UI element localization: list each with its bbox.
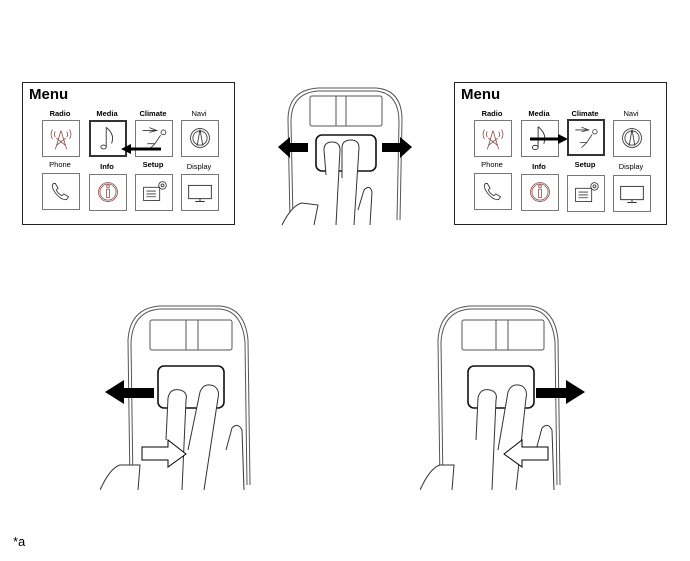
info-icon [98, 182, 118, 202]
music-note-icon [531, 126, 546, 151]
climate-seat-icon [575, 126, 598, 149]
tile-navi[interactable] [181, 120, 219, 157]
tile-navi[interactable] [613, 120, 651, 157]
navi-compass-icon [622, 128, 642, 148]
touchpad-two-finger-swipe-left [100, 305, 251, 491]
setup-icon [143, 181, 167, 201]
menu-screen-media-selected: Menu Radio Media Climate Navi Phone Info… [22, 82, 235, 225]
label-phone: Phone [49, 160, 71, 169]
tile-radio[interactable] [42, 120, 80, 157]
tile-phone[interactable] [42, 173, 80, 210]
tile-climate[interactable] [567, 119, 605, 156]
arrow-right-icon [530, 134, 568, 144]
tile-setup[interactable] [135, 174, 173, 211]
label-info: Info [532, 162, 546, 171]
label-navi: Navi [623, 109, 639, 118]
label-radio: Radio [49, 109, 71, 118]
tile-media[interactable] [89, 120, 127, 157]
menu-title: Menu [29, 86, 69, 103]
radio-tower-icon [482, 129, 504, 150]
label-media: Media [96, 109, 118, 118]
tile-phone[interactable] [474, 173, 512, 210]
label-display: Display [618, 162, 644, 171]
tile-radio[interactable] [474, 120, 512, 157]
phone-icon [51, 183, 70, 201]
display-icon [188, 184, 212, 202]
label-climate: Climate [139, 109, 167, 118]
tile-display[interactable] [613, 175, 651, 212]
label-info: Info [100, 162, 114, 171]
footnote-label: *a [13, 534, 26, 549]
label-phone: Phone [481, 160, 503, 169]
tile-setup[interactable] [567, 175, 605, 212]
label-display: Display [186, 162, 212, 171]
label-climate: Climate [571, 109, 599, 118]
label-navi: Navi [191, 109, 207, 118]
label-setup: Setup [142, 160, 164, 169]
tile-info[interactable] [521, 174, 559, 211]
tile-display[interactable] [181, 174, 219, 211]
label-media: Media [528, 109, 550, 118]
tile-climate[interactable] [135, 120, 173, 157]
arrow-left-icon [121, 144, 161, 154]
phone-icon [483, 183, 502, 201]
menu-title: Menu [461, 86, 501, 103]
tile-info[interactable] [89, 174, 127, 211]
radio-tower-icon [50, 129, 72, 150]
touchpad-two-finger-swipe-both [278, 87, 412, 226]
touchpad-two-finger-swipe-right [420, 305, 585, 491]
menu-screen-climate-selected: Menu Radio Media Climate Navi Phone Info… [454, 82, 667, 225]
navi-compass-icon [190, 128, 210, 148]
display-icon [620, 185, 644, 203]
info-icon [530, 182, 550, 202]
label-radio: Radio [481, 109, 503, 118]
label-setup: Setup [574, 160, 596, 169]
setup-icon [575, 182, 599, 202]
music-note-icon [100, 127, 114, 150]
